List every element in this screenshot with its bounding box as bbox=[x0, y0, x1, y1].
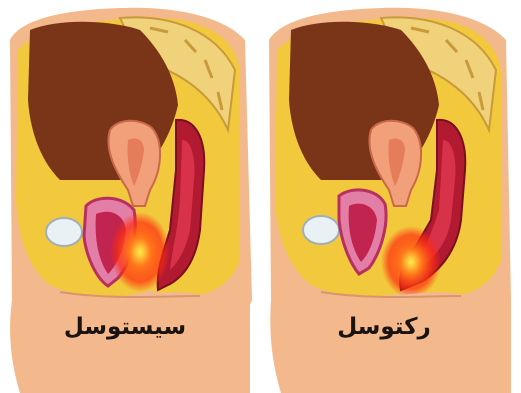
rectocele-panel: رکتوسل bbox=[261, 0, 521, 393]
pubic-bone bbox=[303, 216, 339, 244]
prolapse-highlight bbox=[110, 212, 170, 292]
panel-label: سیستوسل bbox=[50, 316, 200, 339]
prolapse-highlight bbox=[381, 226, 441, 298]
pubic-bone bbox=[46, 218, 82, 246]
panel-label: رکتوسل bbox=[309, 316, 459, 339]
cystocele-panel: سیستوسل bbox=[0, 0, 260, 393]
